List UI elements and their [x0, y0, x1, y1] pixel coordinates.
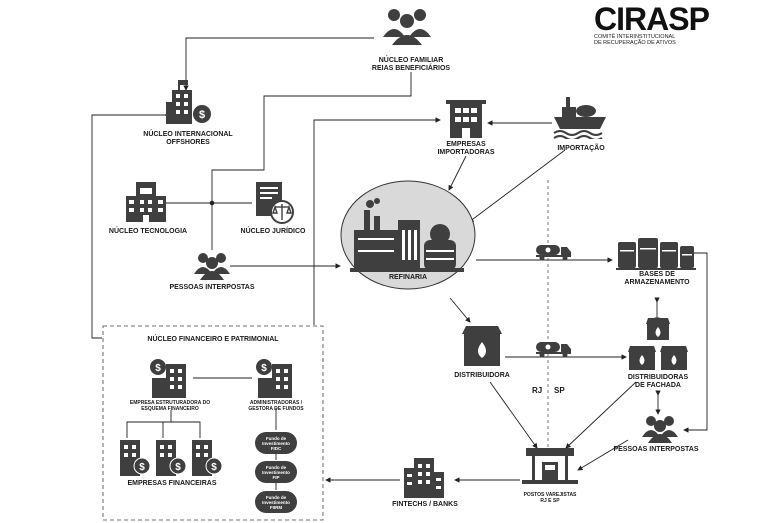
- fachada-label: DISTRIBUIDORAS DE FACHADA: [627, 374, 689, 389]
- importer-building-icon: [446, 100, 486, 138]
- logo-line1: COMITÊ INTERINSTITUCIONAL: [594, 34, 676, 40]
- fund-line1: Fundo de: [265, 494, 287, 500]
- fund-line3: FIP: [272, 474, 280, 480]
- shell-distributors-icon: [628, 318, 688, 370]
- fund-line1: Fundo de: [265, 435, 287, 441]
- fintechs-label: FINTECHS / BANKS: [392, 501, 458, 508]
- svg-text:$: $: [155, 363, 161, 374]
- fund-line2: Investimento: [262, 469, 290, 475]
- bank-building-icon: [404, 458, 444, 498]
- svg-text:$: $: [211, 462, 217, 473]
- fund-fip: Fundo de Investimento FIP: [255, 461, 297, 483]
- svg-text:$: $: [199, 109, 205, 121]
- fund-line3: FIDC: [270, 445, 282, 451]
- offshore-building-icon: $: [166, 80, 211, 124]
- familia-label: NÚCLEO FAMILIAR REIAS BENEFICIÁRIOS: [371, 57, 451, 72]
- postos-label: POSTOS VAREJISTAS RJ E SP: [523, 492, 577, 504]
- offshores-label: NÚCLEO INTERNACIONAL OFFSHORES: [143, 131, 233, 146]
- fund-line3: FIIRM: [269, 504, 283, 510]
- pessoas-interpostas-label: PESSOAS INTERPOSTAS: [169, 284, 255, 291]
- svg-text:$: $: [261, 363, 267, 374]
- financeiras-label: EMPRESAS FINANCEIRAS: [127, 480, 217, 487]
- distributor-store-icon: [462, 326, 502, 366]
- family-group-icon: [383, 9, 431, 45]
- legal-document-scale-icon: [256, 182, 294, 224]
- fund-line1: Fundo de: [265, 464, 287, 470]
- financial-panel-title: NÚCLEO FINANCEIRO E PATRIMONIAL: [147, 336, 279, 343]
- administradoras-label: ADMINISTRADORAS / GESTORA DE FUNDOS: [248, 400, 304, 412]
- fund-manager-icon: $: [256, 359, 292, 398]
- pessoas-interpostas-2-label: PESSOAS INTERPOSTAS: [613, 446, 699, 453]
- people-icon: [642, 416, 678, 443]
- refinaria-label: REFINARIA: [388, 274, 428, 281]
- logo-name: CIRASP: [594, 1, 710, 37]
- divider-sp: SP: [554, 386, 565, 395]
- storage-tanks-icon: [616, 238, 696, 270]
- tanker-truck-icon: [536, 245, 571, 261]
- fund-line2: Investimento: [262, 499, 290, 505]
- gas-station-icon: [522, 448, 578, 484]
- divider-rj: RJ: [532, 386, 543, 395]
- svg-text:$: $: [139, 462, 145, 473]
- people-icon: [194, 253, 230, 280]
- importadoras-label: EMPRESAS IMPORTADORAS: [437, 141, 495, 156]
- logo-line2: DE RECUPERAÇÃO DE ATIVOS: [594, 40, 676, 46]
- bases-label: BASES DE ARMAZENAMENTO: [624, 271, 690, 286]
- financial-company-icon: $: [192, 440, 223, 476]
- structuring-company-icon: $: [150, 359, 186, 398]
- importacao-label: IMPORTAÇÃO: [557, 145, 605, 152]
- fund-line2: Investimento: [262, 440, 290, 446]
- fund-fiirm: Fundo de Investimento FIIRM: [255, 491, 297, 513]
- financial-company-icon: $: [120, 440, 151, 476]
- refinery-icon: [340, 180, 476, 290]
- tecnologia-label: NÚCLEO TECNOLOGIA: [108, 228, 188, 235]
- svg-text:$: $: [175, 462, 181, 473]
- estruturadora-label: EMPRESA ESTRUTURADORA DO ESQUEMA FINANCE…: [129, 400, 211, 412]
- tech-building-icon: [126, 182, 166, 222]
- financial-company-icon: $: [156, 440, 187, 476]
- cargo-ship-icon: [553, 97, 606, 139]
- distribuidora-label: DISTRIBUIDORA: [454, 372, 510, 379]
- cirasp-logo: CIRASP COMITÊ INTERINSTITUCIONAL DE RECU…: [594, 1, 710, 56]
- tanker-truck-icon: [536, 342, 571, 358]
- fund-fidc: Fundo de Investimento FIDC: [255, 432, 297, 454]
- juridico-label: NÚCLEO JURÍDICO: [240, 228, 306, 235]
